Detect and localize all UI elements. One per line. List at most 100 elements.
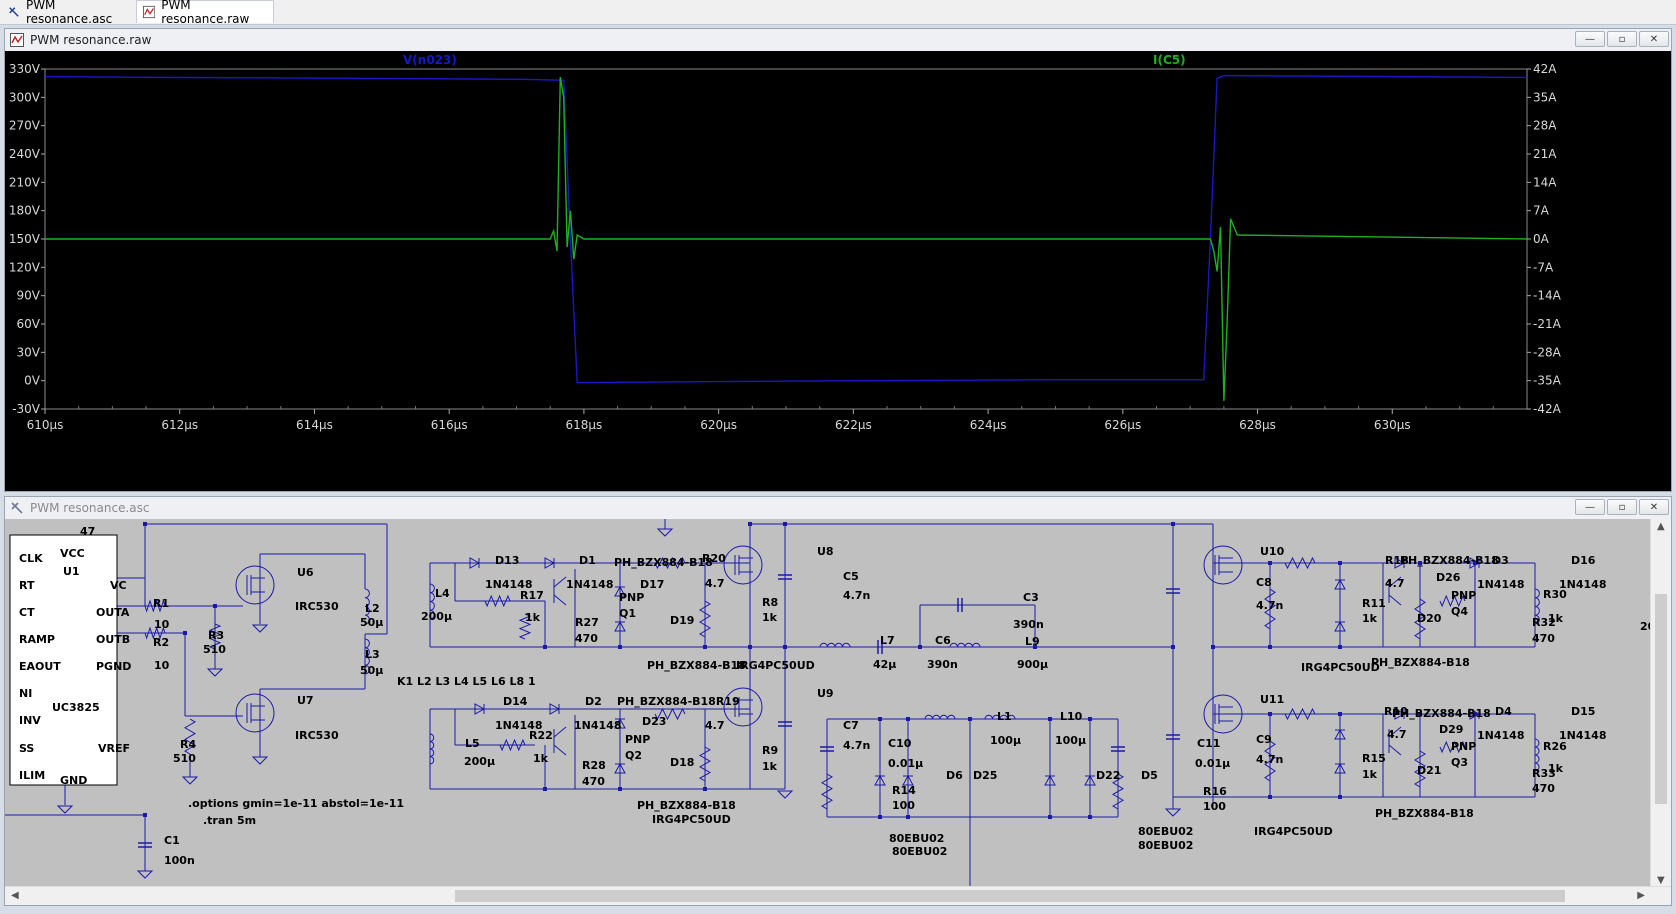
vertical-scroll-thumb[interactable] (1655, 594, 1667, 804)
schematic-label: IRC530 (295, 600, 339, 613)
schematic-label: R16 (1203, 785, 1227, 798)
tab-waveform[interactable]: PWM resonance.raw (136, 0, 274, 26)
right-tick-label: 14A (1533, 175, 1557, 189)
schematic-window-titlebar[interactable]: PWM resonance.asc — ▫ ✕ (5, 497, 1671, 519)
schematic-label: R30 (1543, 588, 1567, 601)
diode-symbol (1334, 728, 1346, 740)
inductor-symbol (924, 714, 956, 720)
x-tick-label: 630µs (1374, 418, 1411, 432)
close-button[interactable]: ✕ (1639, 499, 1669, 515)
diode-symbol (544, 557, 556, 569)
scroll-down-icon[interactable]: ▼ (1657, 875, 1665, 886)
schematic-label: 80EBU02 (1138, 825, 1193, 838)
schematic-label: 1N4148 (574, 719, 621, 732)
left-tick-label: 300V (9, 90, 41, 104)
schematic-label: 200µ (421, 610, 452, 623)
close-button[interactable]: ✕ (1639, 31, 1669, 47)
ground-symbol (656, 528, 674, 537)
schematic-label: K1 L2 L3 L4 L5 L6 L8 1 (397, 675, 536, 688)
wire-junction (748, 645, 752, 649)
schematic-label: L2 (365, 602, 380, 615)
wire-junction (1268, 561, 1272, 565)
schematic-label: 80EBU02 (892, 845, 947, 858)
scroll-up-icon[interactable]: ▲ (1657, 521, 1665, 532)
restore-button[interactable]: ▫ (1607, 499, 1637, 515)
schematic-label: U7 (297, 694, 314, 707)
schematic-label: 100 (1203, 800, 1226, 813)
schematic-label: 42µ (873, 658, 896, 671)
vertical-scrollbar[interactable]: ▲ ▼ (1650, 519, 1671, 888)
schematic-label: RAMP (19, 633, 55, 646)
schematic-label: 50µ (360, 664, 383, 677)
schematic-label: 1N4148 (1559, 729, 1606, 742)
right-tick-label: 0A (1533, 232, 1550, 246)
schematic-label: 4.7n (843, 739, 870, 752)
schematic-label: R22 (529, 729, 553, 742)
ground-symbol (251, 756, 269, 765)
transistor-symbol (251, 705, 265, 721)
schematic-label: RT (19, 579, 35, 592)
schematic-label: R9 (762, 744, 778, 757)
schematic-label: L7 (880, 634, 895, 647)
horizontal-scrollbar[interactable]: ◀ ▶ (5, 886, 1671, 905)
schematic-label: 10 (154, 618, 170, 631)
transistor-symbol (553, 576, 567, 606)
diode-symbol (614, 585, 626, 597)
tab-schematic[interactable]: PWM resonance.asc (2, 0, 134, 26)
schematic-label: D13 (495, 554, 519, 567)
schematic-label: 100µ (1055, 734, 1086, 747)
schematic-label: PH_BZX884-B18 (614, 556, 713, 569)
wire-junction (1088, 717, 1092, 721)
x-tick-label: 624µs (970, 418, 1007, 432)
transistor-symbol (739, 557, 753, 573)
horizontal-scroll-thumb[interactable] (455, 890, 1565, 902)
minimize-button[interactable]: — (1575, 31, 1605, 47)
wire-junction (1473, 712, 1477, 716)
wire-junction (1048, 717, 1052, 721)
schematic-label: U9 (817, 687, 834, 700)
transistor-symbol (251, 577, 265, 593)
wire-junction (703, 645, 707, 649)
scroll-right-icon[interactable]: ▶ (1637, 890, 1645, 901)
schematic-label: PGND (96, 660, 131, 673)
schematic-label: PNP (619, 591, 644, 604)
x-tick-label: 618µs (566, 418, 603, 432)
schematic-label: L10 (1060, 710, 1083, 723)
schematic-label: Q1 (619, 607, 636, 620)
minimize-button[interactable]: — (1575, 499, 1605, 515)
resistor-symbol (1439, 594, 1466, 608)
inductor-symbol (429, 583, 435, 620)
wire-junction (1418, 561, 1422, 565)
schematic-label: PH_BZX884-B18 (1400, 554, 1499, 567)
restore-button[interactable]: ▫ (1607, 31, 1637, 47)
scroll-left-icon[interactable]: ◀ (11, 890, 19, 901)
resistor-symbol (1264, 740, 1276, 782)
resistor-symbol (184, 718, 196, 755)
wire-junction (1268, 795, 1272, 799)
schematic-label: R18 (1385, 554, 1409, 567)
left-tick-label: 150V (9, 232, 41, 246)
schematic-label: IRG4PC50UD (1301, 661, 1380, 674)
schematic-label: D14 (503, 695, 528, 708)
schematic-label: 4.7 (1385, 577, 1405, 590)
ground-symbol (251, 624, 269, 633)
schematic-label: 1k (762, 611, 778, 624)
waveform-window-titlebar[interactable]: PWM resonance.raw — ▫ ✕ (5, 29, 1671, 51)
right-tick-label: -21A (1533, 317, 1562, 331)
schematic-label: L5 (465, 737, 480, 750)
tab-label: PWM resonance.asc (25, 0, 113, 26)
wire-junction (1268, 645, 1272, 649)
schematic-label: ILIM (19, 769, 45, 782)
inductor-symbol (984, 714, 1016, 720)
schematic-label: VCC (60, 547, 85, 560)
resistor-symbol (654, 556, 686, 570)
schematic-label: 510 (203, 643, 226, 656)
schematic-label: 1k (1548, 612, 1564, 625)
schematic-label: EAOUT (19, 660, 61, 673)
left-tick-label: 60V (17, 317, 41, 331)
schematic-label: 4.7 (705, 577, 725, 590)
